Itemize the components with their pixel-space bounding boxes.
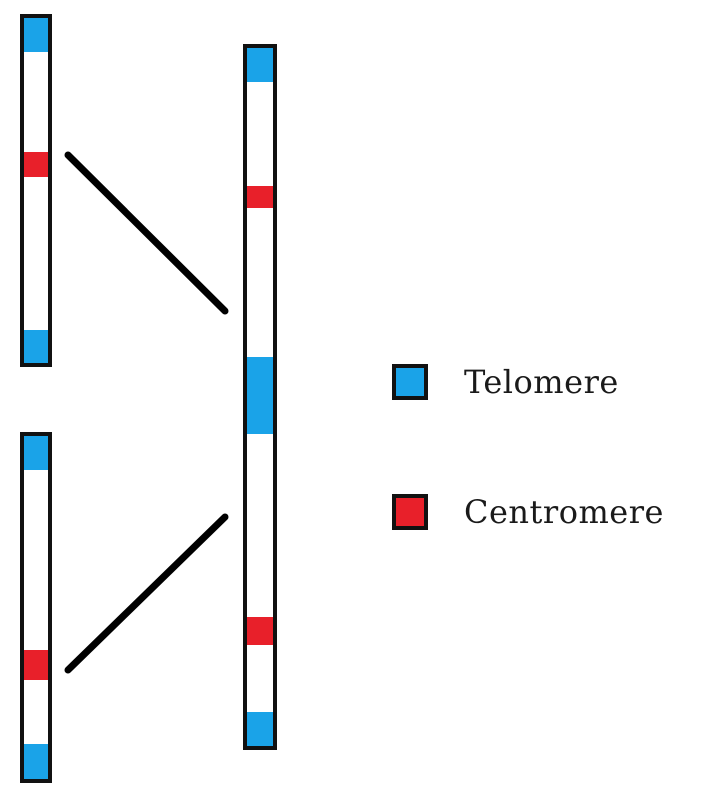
chromosome-a-telomere-bottom bbox=[24, 330, 48, 363]
centromere-swatch-icon bbox=[392, 494, 428, 530]
chromosome-a-telomere-top bbox=[24, 18, 48, 52]
telomere-swatch-icon bbox=[392, 364, 428, 400]
legend-label-telomere: Telomere bbox=[464, 363, 619, 401]
chromosome-a bbox=[20, 14, 52, 367]
legend-item-centromere: Centromere bbox=[392, 490, 664, 534]
fused-centromere-upper bbox=[247, 186, 273, 208]
fused-centromere-lower bbox=[247, 617, 273, 645]
fused-telomere-top bbox=[247, 48, 273, 82]
fusion-line-top bbox=[64, 151, 229, 315]
chromosome-b-centromere bbox=[24, 650, 48, 680]
fusion-line-bottom bbox=[64, 513, 229, 674]
legend-item-telomere: Telomere bbox=[392, 360, 619, 404]
fused-telomere-middle bbox=[247, 357, 273, 434]
legend-label-centromere: Centromere bbox=[464, 493, 664, 531]
chromosome-b-body bbox=[20, 432, 52, 783]
fused-chromosome bbox=[243, 44, 277, 750]
chromosome-a-centromere bbox=[24, 152, 48, 177]
chromosome-b-telomere-top bbox=[24, 436, 48, 470]
fused-telomere-bottom bbox=[247, 712, 273, 746]
chromosome-b bbox=[20, 432, 52, 783]
chromosome-b-telomere-bottom bbox=[24, 744, 48, 779]
chromosome-a-body bbox=[20, 14, 52, 367]
